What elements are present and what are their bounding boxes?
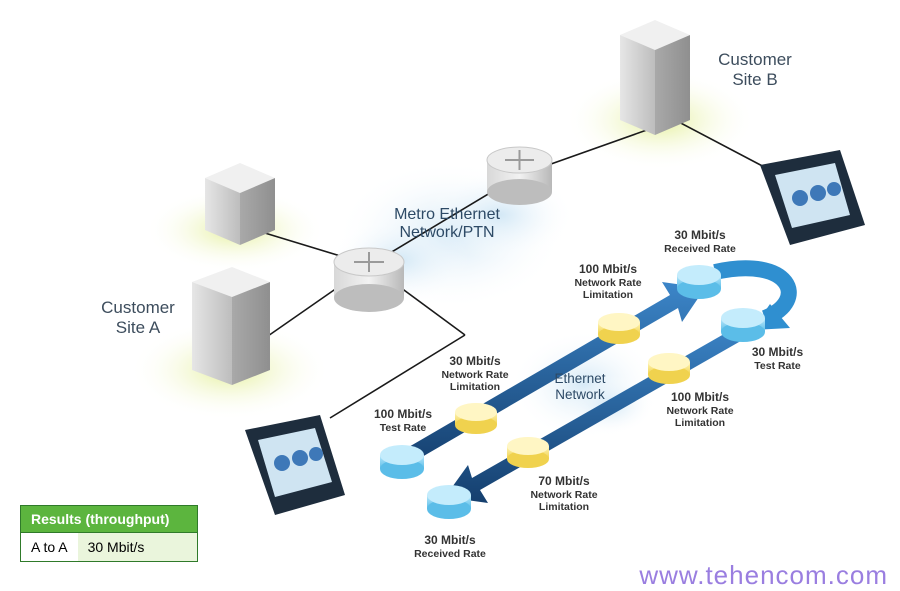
site-b-line1: Customer [718,50,792,69]
rate-value: 30 Mbit/s [751,345,804,359]
results-table: Results (throughput) A to A 30 Mbit/s [20,505,198,562]
router-metro-top [486,146,553,205]
site-a-line1: Customer [101,298,175,317]
rate-received-a: 30 Mbit/s Received Rate [400,533,500,560]
site-a-line2: Site A [115,317,161,337]
results-row: A to A 30 Mbit/s [21,533,197,561]
ethernet-cloud-line2: Network [555,386,605,402]
results-row-value: 30 Mbit/s [77,533,197,561]
rate-caption: Received Rate [664,242,736,255]
ethernet-cloud-line1: Ethernet [554,371,606,386]
rate-received-b: 30 Mbit/s Received Rate [650,228,750,255]
disk-received-b [677,265,721,299]
rate-caption: Test Rate [754,359,801,372]
rate-caption: Network Rate [666,404,734,417]
rate-caption: Limitation [538,500,590,513]
disk-limit-b-up [598,313,640,344]
rate-caption: Received Rate [414,547,486,560]
rate-caption: Network Rate [574,276,642,289]
results-header: Results (throughput) [21,506,197,533]
rate-value: 100 Mbit/s [670,390,730,404]
rate-limit-a-up: 30 Mbit/s Network Rate Limitation [425,354,525,393]
rate-caption: Limitation [674,416,726,429]
site-b-label: Customer Site B [705,50,805,89]
rate-value: 30 Mbit/s [449,354,501,368]
building-site-a-lower [192,267,270,385]
rate-test-rate-a: 100 Mbit/s Test Rate [358,407,448,434]
disk-limit-a-down [507,437,549,468]
rate-limit-b-up: 100 Mbit/s Network Rate Limitation [558,262,658,301]
ethernet-cloud-label: Ethernet Network [540,371,620,402]
site-a-label: Customer Site A [88,298,188,337]
router-metro-left [333,247,405,312]
rate-caption: Network Rate [441,368,509,381]
test-device-site-a [245,415,345,515]
disk-received-a [427,485,471,519]
disk-test-rate-b [721,308,765,342]
results-row-label: A to A [31,539,68,555]
disk-limit-a-up [455,403,497,434]
metro-cloud-line1: Metro Ethernet [394,206,500,223]
site-b-line2: Site B [732,69,778,89]
disk-test-rate-a [380,445,424,479]
rate-value: 30 Mbit/s [424,533,476,547]
rate-caption: Limitation [449,380,501,393]
metro-cloud-label: Metro Ethernet Network/PTN [372,206,522,243]
rate-caption: Network Rate [530,488,598,501]
building-site-a-upper [205,163,275,245]
metro-cloud-line2: Network/PTN [399,224,495,242]
rate-test-rate-b: 30 Mbit/s Test Rate [735,345,820,372]
disk-limit-b-down [648,353,690,384]
rate-limit-b-down: 100 Mbit/s Network Rate Limitation [650,390,750,429]
rate-value: 100 Mbit/s [373,407,433,421]
rate-limit-a-down: 70 Mbit/s Network Rate Limitation [514,474,614,513]
rate-value: 100 Mbit/s [578,262,638,276]
rate-caption: Limitation [582,288,634,301]
building-site-b [620,20,690,135]
watermark: www.tehencom.com [639,560,888,590]
test-device-site-b [760,150,865,245]
rate-value: 30 Mbit/s [674,228,726,242]
rate-caption: Test Rate [379,421,427,434]
rate-value: 70 Mbit/s [538,474,590,488]
